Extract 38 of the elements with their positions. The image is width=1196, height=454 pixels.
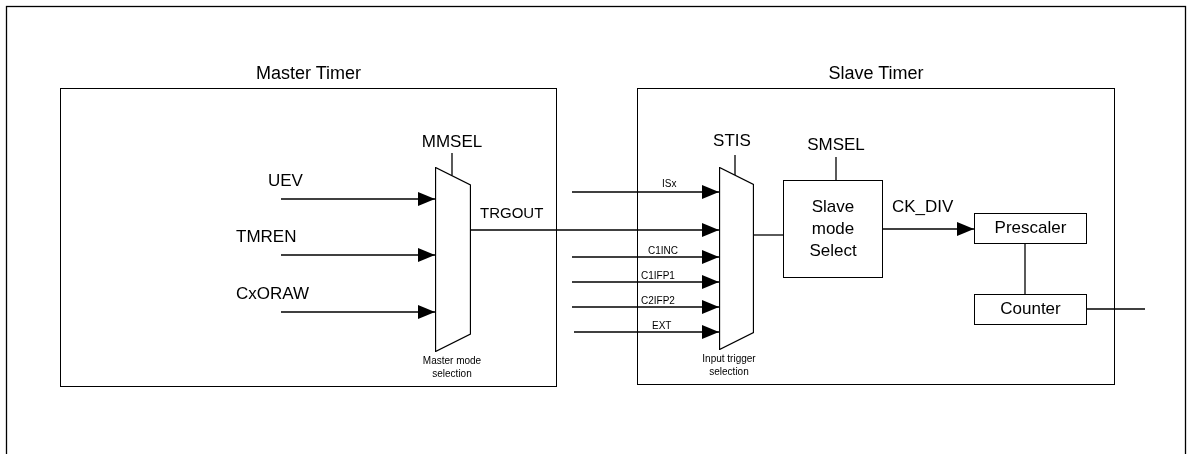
block-box: Slave mode Select: [783, 180, 883, 278]
arrow: [280, 192, 436, 206]
block-box: Prescaler: [974, 213, 1087, 244]
arrow: [280, 305, 436, 319]
arrow: [280, 248, 436, 262]
connector-line: [1024, 243, 1026, 295]
connector-line: [451, 152, 453, 177]
connector-line: [1086, 308, 1146, 310]
signal-label: C1IFP1: [641, 270, 675, 281]
multiplexer: [435, 167, 471, 352]
signal-label: SMSEL: [807, 136, 865, 155]
signal-label: TRGOUT: [480, 205, 544, 222]
arrow: [573, 325, 720, 339]
connector-line: [734, 154, 736, 176]
signal-label: EXT: [652, 320, 672, 331]
connector-line: [753, 234, 784, 236]
arrow: [470, 223, 720, 237]
arrow: [571, 275, 720, 289]
connector-line: [835, 156, 837, 181]
arrow: [571, 185, 720, 199]
signal-label: CK_DIV: [892, 198, 954, 217]
signal-label: ISx: [662, 178, 677, 189]
timer-heading: Master Timer: [255, 62, 362, 84]
selector-label: Input trigger selection: [701, 353, 757, 378]
signal-label: UEV: [268, 172, 303, 191]
signal-label: C2IFP2: [641, 295, 675, 306]
multiplexer: [719, 167, 754, 350]
signal-label: CxORAW: [236, 285, 310, 304]
arrow: [571, 250, 720, 264]
signal-label: TMREN: [236, 228, 297, 247]
signal-label: C1INC: [648, 245, 678, 256]
signal-label: MMSEL: [421, 133, 483, 152]
block-box: Counter: [974, 294, 1087, 325]
arrow: [882, 222, 975, 236]
signal-label: STIS: [713, 132, 751, 151]
selector-label: Master mode selection: [421, 355, 483, 380]
arrow: [571, 300, 720, 314]
timer-heading: Slave Timer: [827, 62, 925, 84]
